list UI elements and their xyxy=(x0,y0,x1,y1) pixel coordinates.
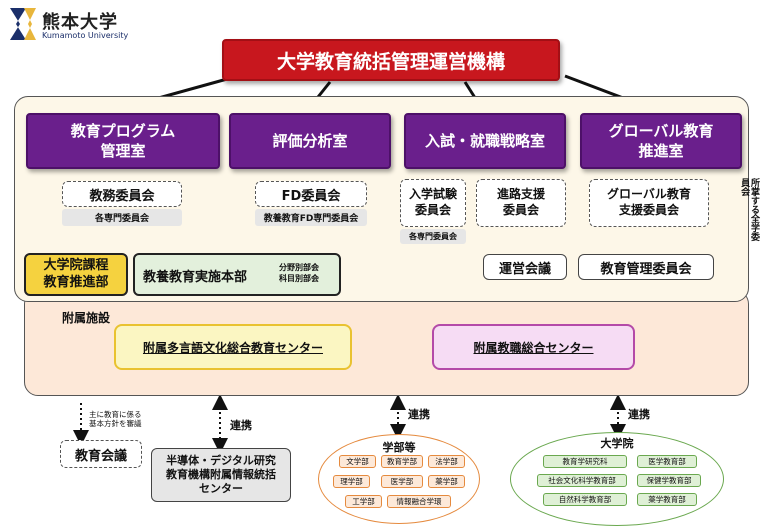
committee-fd-sub: 教養教育FD専門委員会 xyxy=(255,209,367,226)
link-label-1: 連携 xyxy=(230,419,252,432)
graduate-item: 保健学教育部 xyxy=(637,474,701,487)
management-council: 運営会議 xyxy=(483,254,567,280)
semiconductor-digital-center: 半導体・デジタル研究 教育機構附属情報統括 センター xyxy=(151,448,291,502)
liberal-arts-label: 教養教育実施本部 xyxy=(143,270,248,285)
faculty-item: 法学部 xyxy=(428,455,465,468)
policy-note: 主に教育に係る 基本方針を審議 xyxy=(89,410,142,429)
office-admissions-career: 入試・就職戦略室 xyxy=(404,113,566,169)
education-management-committee: 教育管理委員会 xyxy=(578,254,714,280)
faculties-title: 学部等 xyxy=(382,441,416,454)
graduate-item: 社会文化科学教育部 xyxy=(537,474,627,487)
office-education-program: 教育プログラム 管理室 xyxy=(26,113,220,169)
logo-subtitle: Kumamoto University xyxy=(42,31,129,40)
faculty-item: 薬学部 xyxy=(428,475,465,488)
teacher-center-label: 附属教職総合センター xyxy=(473,340,594,355)
faculties-group: 学部等 文学部 教育学部 法学部 理学部 医学部 薬学部 工学部 情報融合学環 xyxy=(318,434,480,524)
faculty-item: 情報融合学環 xyxy=(387,495,451,508)
committee-fd: FD委員会 xyxy=(255,181,367,207)
faculty-item: 教育学部 xyxy=(381,455,423,468)
faculty-item: 文学部 xyxy=(339,455,376,468)
liberal-arts-sub: 分野別部会 科目別部会 xyxy=(279,263,319,283)
education-council: 教育会議 xyxy=(60,440,142,468)
logo-mark-icon xyxy=(10,8,36,40)
link-label-2: 連携 xyxy=(408,408,430,421)
logo-name: 熊本大学 xyxy=(42,12,118,33)
multilingual-education-center: 附属多言語文化総合教育センター xyxy=(114,324,352,370)
committee-global-support: グローバル教育 支援委員会 xyxy=(589,179,709,227)
committee-entrance-sub: 各専門委員会 xyxy=(400,229,466,244)
faculty-item: 医学部 xyxy=(381,475,423,488)
committee-academic-sub: 各専門委員会 xyxy=(62,209,182,226)
committee-academic-affairs: 教務委員会 xyxy=(62,181,182,207)
dotted-arrows xyxy=(73,394,626,454)
committee-entrance-exam: 入学試験 委員会 xyxy=(400,179,466,227)
university-logo: 熊本大学 Kumamoto University xyxy=(6,6,156,46)
graduate-item: 医学教育部 xyxy=(637,455,697,468)
committee-career-support: 進路支援 委員会 xyxy=(476,179,566,227)
teacher-education-center: 附属教職総合センター xyxy=(432,324,635,370)
multilingual-center-label: 附属多言語文化総合教育センター xyxy=(142,340,323,355)
graduate-education-promotion: 大学院課程 教育推進部 xyxy=(24,253,128,296)
office-evaluation: 評価分析室 xyxy=(229,113,391,169)
university-committees-label: 所掌する全学委員会 xyxy=(739,178,759,241)
top-organization: 大学教育統括管理運営機構 xyxy=(222,39,560,81)
graduate-schools-group: 大学院 教育学研究科 医学教育部 社会文化科学教育部 保健学教育部 自然科学教育… xyxy=(510,432,724,526)
office-global-education: グローバル教育 推進室 xyxy=(580,113,742,169)
link-label-3: 連携 xyxy=(628,408,650,421)
graduate-item: 薬学教育部 xyxy=(637,493,697,506)
graduate-title: 大学院 xyxy=(600,437,634,450)
liberal-arts-headquarters: 教養教育実施本部 分野別部会 科目別部会 xyxy=(133,253,341,296)
faculty-item: 理学部 xyxy=(333,475,370,488)
graduate-item: 教育学研究科 xyxy=(543,455,627,468)
faculty-item: 工学部 xyxy=(345,495,382,508)
facilities-label: 附属施設 xyxy=(62,311,111,325)
graduate-item: 自然科学教育部 xyxy=(543,493,627,506)
